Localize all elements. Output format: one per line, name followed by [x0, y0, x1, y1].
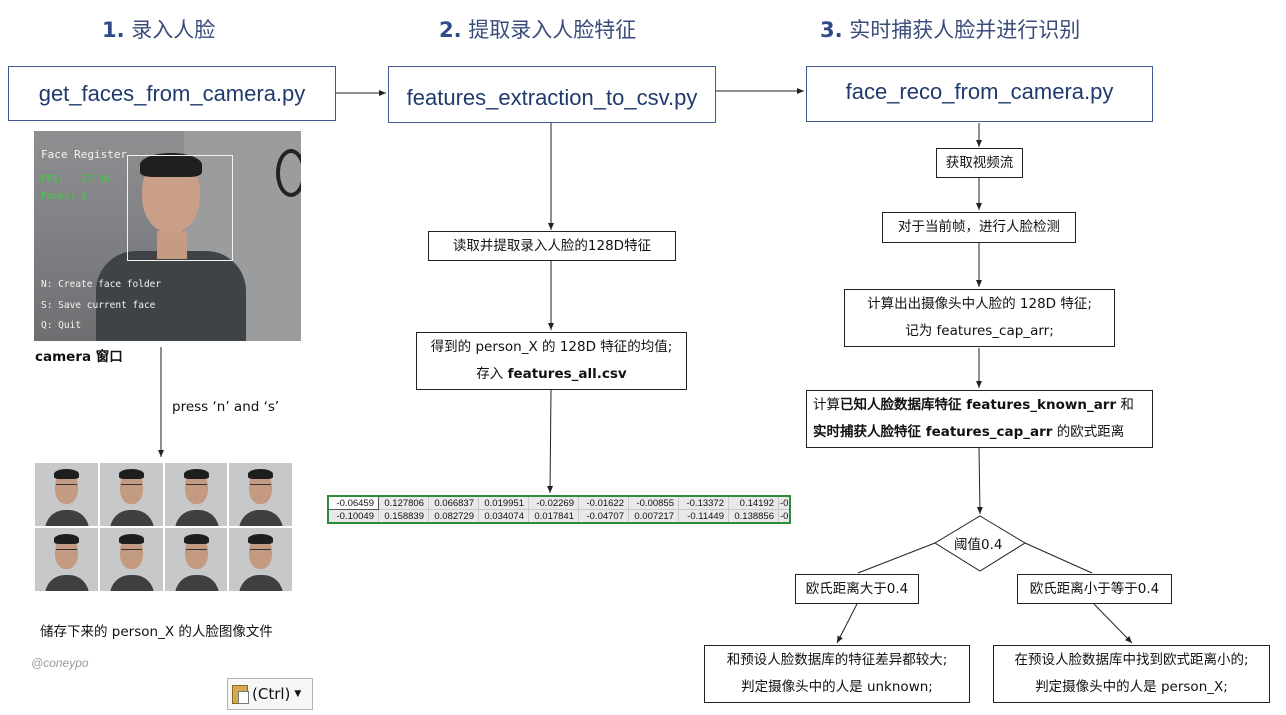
watermark: @coneypo	[31, 656, 89, 670]
headphone-icon	[276, 149, 301, 197]
video-stream-box: 获取视频流	[936, 148, 1023, 178]
csv-cell[interactable]: -0	[778, 509, 791, 524]
face-thumbnail	[35, 528, 98, 591]
script-box-features-extraction: features_extraction_to_csv.py	[388, 66, 716, 123]
face-thumbnail	[99, 528, 163, 591]
read-features-box: 读取并提取录入人脸的128D特征	[428, 231, 676, 261]
overlay-title: Face Register	[41, 148, 128, 161]
mean-features-box: 得到的 person_X 的 128D 特征的均值; 存入 features_a…	[416, 332, 687, 390]
compute-features-box: 计算出出摄像头中人脸的 128D 特征; 记为 features_cap_arr…	[844, 289, 1115, 347]
threshold-diamond	[934, 515, 1026, 572]
chevron-down-icon: ▼	[294, 689, 302, 699]
face-thumbnail	[164, 528, 228, 591]
camera-caption: camera 窗口	[35, 349, 123, 365]
person-shirt	[96, 251, 246, 341]
face-thumbnail	[35, 463, 98, 526]
csv-cell[interactable]: 0.158839	[378, 509, 429, 524]
threshold-label: 阈值0.4	[954, 537, 1003, 553]
distance-box: 计算已知人脸数据库特征 features_known_arr 和 实时捕获人脸特…	[806, 390, 1153, 448]
camera-window-image: Face Register FPS: 27.36 Faces: 1 N: Cre…	[34, 131, 301, 341]
heading-step3: 3. 实时捕获人脸并进行识别	[820, 18, 1081, 42]
face-thumbnail	[164, 463, 228, 526]
heading-step2: 2. 提取录入人脸特征	[439, 18, 637, 42]
csv-cell[interactable]: 0.14192	[728, 495, 779, 510]
overlay-faces: Faces: 1	[41, 191, 87, 202]
paste-options-button[interactable]: (Ctrl) ▼	[227, 678, 313, 710]
face-thumbnail	[229, 528, 292, 591]
person-neck	[157, 231, 187, 259]
line-diamond-gt	[857, 542, 936, 574]
distance-gt-box: 欧氏距离大于0.4	[795, 574, 919, 604]
csv-cell[interactable]: -0.11449	[678, 509, 729, 524]
arrow-dist-threshold	[976, 447, 983, 515]
script-box-get-faces: get_faces_from_camera.py	[8, 66, 336, 121]
csv-cell[interactable]: -0.13372	[678, 495, 729, 510]
csv-cell[interactable]: 0.138856	[728, 509, 779, 524]
known-result-box: 在预设人脸数据库中找到欧式距离小的; 判定摄像头中的人是 person_X;	[993, 645, 1270, 703]
line-diamond-le	[1024, 542, 1093, 574]
overlay-hint-n: N: Create face folder	[41, 279, 162, 290]
unknown-result-box: 和预设人脸数据库的特征差异都较大; 判定摄像头中的人是 unknown;	[704, 645, 970, 703]
arrow-gt-unknown	[836, 603, 858, 644]
csv-cell[interactable]: 0.019951	[478, 495, 529, 510]
csv-cell[interactable]: -0.01622	[578, 495, 629, 510]
csv-cell[interactable]: -0.10049	[327, 509, 379, 524]
paste-options-label: (Ctrl)	[252, 685, 291, 703]
csv-cell[interactable]: 0.127806	[378, 495, 429, 510]
heading-step1: 1. 录入人脸	[102, 18, 216, 42]
face-thumbnail	[99, 463, 163, 526]
csv-cell[interactable]: 0.017841	[528, 509, 579, 524]
csv-cell[interactable]: -0.06459	[327, 495, 379, 510]
saved-faces-caption: 储存下来的 person_X 的人脸图像文件	[40, 624, 273, 640]
face-detect-box: 对于当前帧，进行人脸检测	[882, 212, 1076, 243]
face-detection-frame	[127, 155, 233, 261]
csv-cell[interactable]: 0.066837	[428, 495, 479, 510]
csv-cell[interactable]: -0	[778, 495, 791, 510]
overlay-fps: FPS: 27.36	[41, 174, 110, 185]
overlay-hint-q: Q: Quit	[41, 320, 82, 331]
distance-le-box: 欧氏距离小于等于0.4	[1017, 574, 1172, 604]
person-hair	[140, 153, 202, 177]
table-row: -0.10049 0.158839 0.082729 0.034074 0.01…	[327, 509, 791, 524]
overlay-hint-s: S: Save current face	[41, 300, 156, 311]
csv-cell[interactable]: 0.034074	[478, 509, 529, 524]
face-thumbnail	[229, 463, 292, 526]
script-box-face-reco: face_reco_from_camera.py	[806, 66, 1153, 122]
table-row: -0.06459 0.127806 0.066837 0.019951 -0.0…	[327, 495, 791, 510]
arrow-mean-csv	[547, 389, 554, 494]
csv-cell[interactable]: -0.00855	[628, 495, 679, 510]
csv-cell[interactable]: 0.082729	[428, 509, 479, 524]
clipboard-icon	[232, 684, 249, 704]
arrow-le-known	[1093, 603, 1133, 644]
saved-faces-grid	[35, 463, 292, 591]
csv-cell[interactable]: -0.04707	[578, 509, 629, 524]
press-label: press ‘n’ and ‘s’	[172, 399, 280, 415]
csv-cell[interactable]: -0.02269	[528, 495, 579, 510]
features-csv-table: -0.06459 0.127806 0.066837 0.019951 -0.0…	[327, 495, 792, 524]
csv-cell[interactable]: 0.007217	[628, 509, 679, 524]
